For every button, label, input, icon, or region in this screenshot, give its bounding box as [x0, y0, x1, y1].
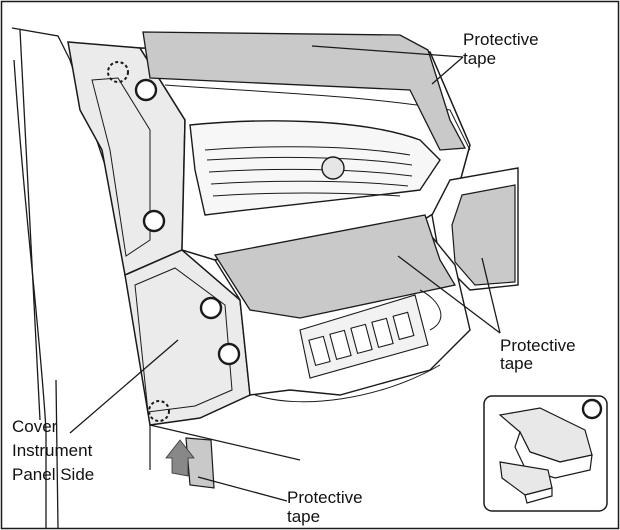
floor-lines [149, 424, 301, 470]
svg-text:Protective: Protective [463, 30, 539, 49]
leader-tape-bottom [197, 476, 288, 502]
leader-cover [69, 339, 179, 434]
clip-marker-1 [134, 78, 158, 102]
console-edge-lines [254, 289, 442, 403]
air-vent-slats [204, 146, 413, 197]
leader-tape-mid-2 [481, 257, 501, 334]
leader-tape-top-2 [431, 56, 464, 85]
protective-tape-right [451, 184, 516, 286]
hidden-clip-markers [107, 61, 170, 422]
label-tape-bottom: Protective tape [287, 488, 363, 526]
svg-text:Instrument: Instrument [12, 441, 93, 460]
svg-text:Panel Side: Panel Side [12, 465, 94, 484]
air-vent-knob [321, 156, 345, 180]
leader-tape-mid-1 [397, 255, 501, 334]
upper-side-panel-inner [91, 77, 151, 257]
removal-arrow [165, 439, 195, 477]
svg-text:Protective: Protective [500, 336, 576, 355]
label-tape-top-right: Protective tape [463, 30, 539, 68]
svg-text:Protective: Protective [287, 488, 363, 507]
lower-side-cover-inner [134, 267, 233, 413]
air-vent-housing [189, 120, 441, 216]
svg-text:Cover: Cover [12, 417, 58, 436]
clip-marker-2 [142, 209, 166, 233]
clip-marker-3 [199, 296, 223, 320]
label-cover-instrument-panel-side: Cover Instrument Panel Side [12, 417, 94, 484]
switch-panel [299, 294, 429, 379]
svg-text:tape: tape [500, 354, 533, 373]
protective-tape-bottom [185, 437, 215, 489]
svg-text:tape: tape [463, 49, 496, 68]
hidden-clip-marker-2 [148, 400, 170, 422]
label-tape-mid-right: Protective tape [500, 336, 576, 373]
clip-markers [134, 78, 241, 366]
leader-lines [69, 45, 501, 502]
clip-detail-drawing [498, 407, 593, 504]
leader-tape-top-1 [311, 45, 464, 58]
hidden-clip-marker-1 [107, 61, 129, 83]
clip-detail-marker [581, 398, 603, 420]
protective-tape-middle [213, 214, 457, 319]
svg-text:tape: tape [287, 507, 320, 526]
protective-tape-top [142, 31, 467, 151]
clip-marker-4 [217, 342, 241, 366]
